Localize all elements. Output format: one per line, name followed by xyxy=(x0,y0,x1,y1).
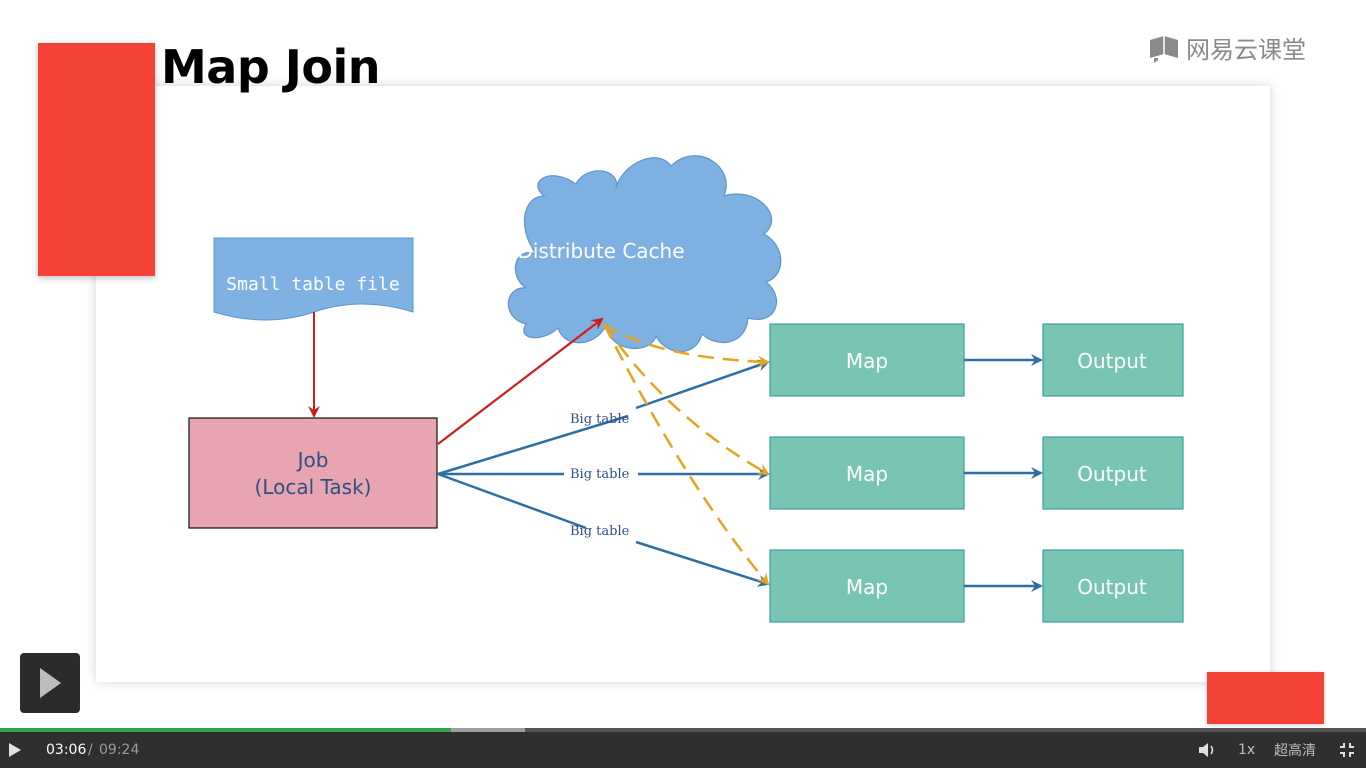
playback-speed[interactable]: 1x xyxy=(1238,742,1256,758)
play-icon xyxy=(40,668,61,698)
volume-button[interactable] xyxy=(1198,732,1218,768)
big-table-label-2: Big table xyxy=(570,467,630,482)
current-time: 03:06 xyxy=(46,742,87,758)
red-overlay-block-bottom xyxy=(1207,672,1324,724)
progress-played xyxy=(0,728,451,732)
map-box-3 xyxy=(769,549,965,623)
small-table-file-label: Small table file xyxy=(226,274,399,295)
exit-fullscreen-button[interactable] xyxy=(1339,732,1357,768)
output-box-1 xyxy=(1042,323,1184,397)
big-table-label-1: Big table xyxy=(570,412,630,427)
play-button[interactable] xyxy=(8,732,28,768)
small-table-file-shape xyxy=(213,237,414,321)
big-play-button[interactable] xyxy=(20,653,80,713)
big-table-label-3: Big table xyxy=(570,524,630,539)
job-local-task-box xyxy=(188,417,438,529)
output-box-3 xyxy=(1042,549,1184,623)
red-overlay-block xyxy=(38,43,155,276)
job-label: Job xyxy=(296,448,329,472)
brand-name: 网易云课堂 xyxy=(1186,36,1306,64)
map-join-diagram: Small table file Distribute Cache Job (L… xyxy=(96,86,1270,682)
local-task-label: (Local Task) xyxy=(255,475,372,499)
output-label-1: Output xyxy=(1077,349,1147,373)
brand-logo: 网易云课堂 xyxy=(1148,30,1306,65)
map-label-1: Map xyxy=(846,349,888,373)
big-table-arrow-3 xyxy=(437,472,768,584)
distribute-cache-cloud xyxy=(507,155,782,352)
job-to-cache-arrow xyxy=(437,317,604,445)
distribute-cache-label: Distribute Cache xyxy=(517,239,684,263)
slide-title: Map Join xyxy=(161,40,381,94)
cache-to-map-dashed-3 xyxy=(602,323,770,586)
slide: Map Join 网易云课堂 Small table xyxy=(20,30,1324,724)
book-icon xyxy=(1150,35,1178,63)
cache-to-map-dashed-2 xyxy=(602,323,770,476)
duration: 09:24 xyxy=(99,742,140,758)
progress-bar[interactable] xyxy=(0,728,1366,732)
volume-icon xyxy=(1199,743,1214,757)
map-box-1 xyxy=(769,323,965,397)
map-box-2 xyxy=(769,436,965,510)
map-label-3: Map xyxy=(846,575,888,599)
diagram-svg: Small table file Distribute Cache Job (L… xyxy=(188,155,1184,623)
exit-fullscreen-icon xyxy=(1340,743,1354,757)
output-label-3: Output xyxy=(1077,575,1147,599)
map-label-2: Map xyxy=(846,462,888,486)
quality-selector[interactable]: 超高清 xyxy=(1274,743,1316,759)
output-box-2 xyxy=(1042,436,1184,510)
big-table-arrow-1 xyxy=(437,362,768,476)
time-separator: / xyxy=(88,742,93,758)
cache-to-map-dashed-1 xyxy=(603,322,770,368)
play-icon-small xyxy=(9,743,21,757)
player-controls: 03:06 / 09:24 1x 超高清 xyxy=(0,732,1366,768)
output-label-2: Output xyxy=(1077,462,1147,486)
